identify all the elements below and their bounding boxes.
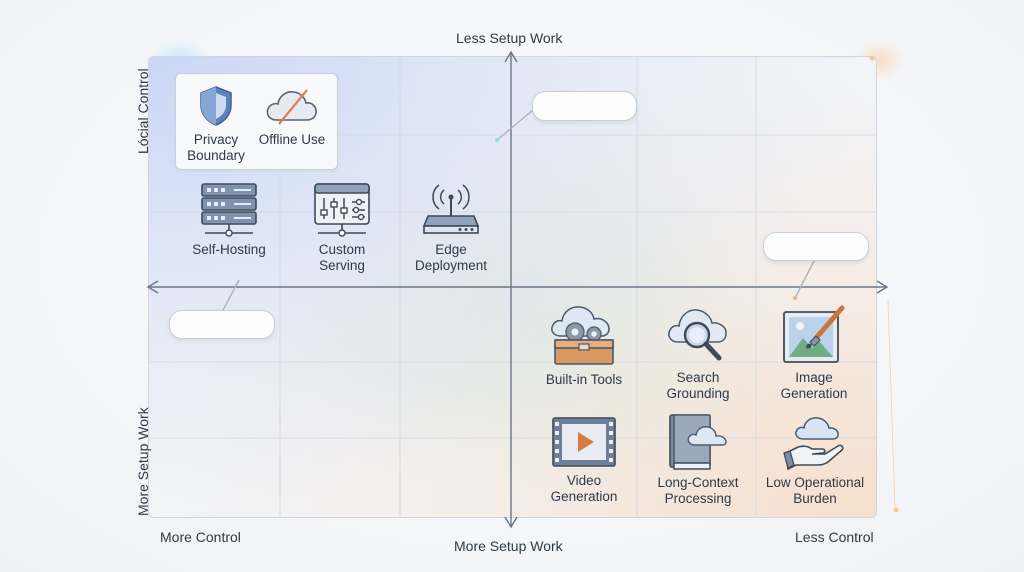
item-label-line1: Edge: [435, 242, 467, 257]
item-label-line1: Privacy: [193, 132, 239, 147]
book-cloud-icon: [669, 414, 727, 470]
item-label-line2: Serving: [319, 257, 365, 273]
item-image-generation: Image Generation: [768, 302, 860, 401]
axis-arrow-left: [146, 280, 159, 294]
item-label-line1: Custom: [318, 242, 366, 257]
local-control-card: [175, 73, 338, 170]
axis-label-left-top: Lócial Control: [135, 68, 151, 154]
item-label-line2: Generation: [780, 385, 848, 401]
item-label-line2: Grounding: [666, 385, 730, 401]
item-label-line2: Deployment: [414, 257, 488, 273]
callout-bubble-right: [763, 232, 869, 261]
item-label-line2: Generation: [550, 488, 618, 504]
picture-brush-icon: [783, 305, 845, 363]
callout-bubble-top: [532, 91, 637, 121]
item-custom-serving: Custom Serving: [298, 182, 386, 273]
item-label-line2: Processing: [664, 490, 732, 506]
item-label-line1: Long-Context: [657, 475, 739, 490]
item-label-line1: Offline Use: [258, 132, 326, 147]
item-self-hosting: Self-Hosting: [184, 182, 274, 258]
item-video-generation: Video Generation: [537, 415, 631, 504]
callout-bubble-left: [169, 310, 275, 339]
item-label-line2: Boundary: [187, 147, 245, 163]
item-label-line1: Low Operational: [765, 475, 865, 490]
server-rack-icon: [201, 183, 257, 237]
axis-label-left-bottom: More Setup Work: [135, 407, 151, 516]
item-label-line2: Burden: [793, 490, 837, 506]
item-label-line1: Image: [795, 370, 833, 385]
cloud-off-icon: [266, 89, 317, 125]
axis-label-less-control: Less Control: [795, 529, 874, 545]
axis-label-more-control: More Control: [160, 529, 241, 545]
cloud-magnifier-icon: [668, 309, 727, 361]
axis-arrow-up: [504, 50, 518, 63]
axis-label-top: Less Setup Work: [456, 30, 563, 46]
axis-arrow-down: [504, 516, 518, 529]
item-edge-deployment: Edge Deployment: [406, 180, 496, 273]
server-sliders-icon: [314, 183, 370, 237]
axis-arrow-right: [876, 280, 889, 294]
item-search-grounding: Search Grounding: [652, 302, 744, 401]
toolbox-gears-icon: [551, 306, 614, 365]
item-label-line1: Video: [566, 473, 602, 488]
item-built-in-tools: Built-in Tools: [537, 302, 631, 388]
item-offline-use: Offline Use: [252, 84, 332, 148]
router-antenna-icon: [422, 184, 480, 234]
item-label-line1: Built-in Tools: [545, 372, 623, 387]
item-long-context-processing: Long-Context Processing: [646, 413, 750, 506]
item-label-line1: Search: [676, 370, 720, 385]
shield-icon: [200, 86, 232, 126]
hand-cloud-icon: [783, 417, 844, 471]
axis-label-bottom: More Setup Work: [454, 538, 563, 554]
item-label-line1: Self-Hosting: [192, 242, 266, 257]
item-privacy-boundary: Privacy Boundary: [178, 84, 254, 163]
film-play-icon: [552, 417, 616, 467]
item-low-operational-burden: Low Operational Burden: [760, 413, 870, 506]
